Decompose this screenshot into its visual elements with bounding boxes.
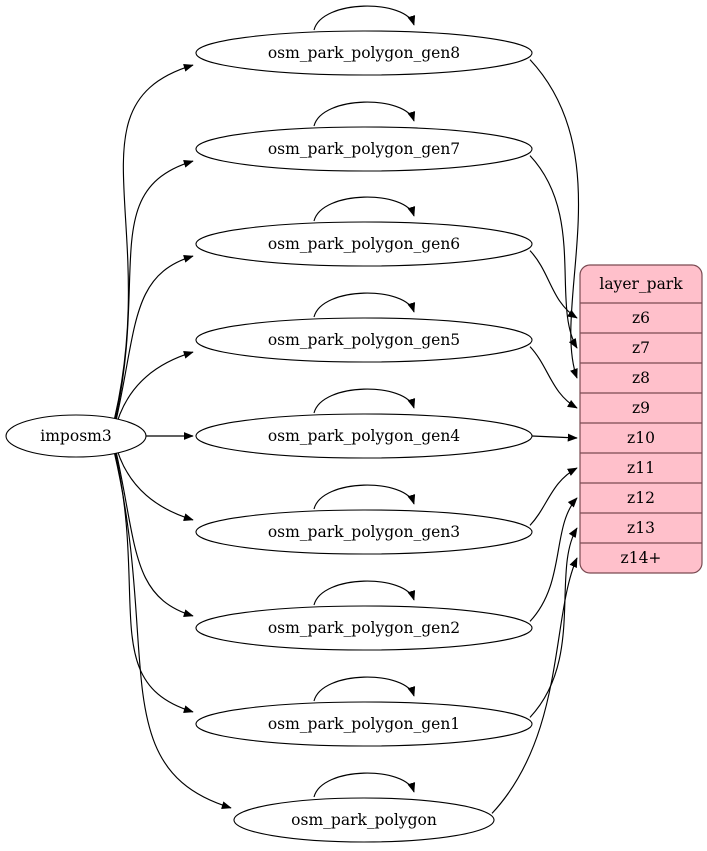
table-row-z7[interactable]: z7 xyxy=(632,339,650,357)
edge-imposm3-to-gen7 xyxy=(113,159,194,424)
self-loop-gen4 xyxy=(313,388,416,414)
node-gen8-label: osm_park_polygon_gen8 xyxy=(268,44,460,62)
self-loop-gen2 xyxy=(313,580,416,606)
edge-imposm3-to-base xyxy=(113,453,232,810)
node-gen3-label: osm_park_polygon_gen3 xyxy=(268,523,460,541)
edge-gen1-to-z13 xyxy=(529,527,578,718)
self-loop-base xyxy=(313,772,416,798)
edge-gen5-to-z9 xyxy=(529,346,578,409)
node-group: imposm3 osm_park_polygon_gen8 osm_park_pol… xyxy=(5,30,533,843)
layer-park-header-label: layer_park xyxy=(599,275,683,293)
self-loop-gen1 xyxy=(313,676,416,702)
node-gen1[interactable] xyxy=(195,701,533,747)
layer-park-table-background xyxy=(579,264,703,574)
edge-imposm3-to-gen6 xyxy=(113,254,194,428)
table-row-z13[interactable]: z13 xyxy=(627,519,655,537)
self-loop-edges xyxy=(313,5,416,798)
node-gen4-label: osm_park_polygon_gen4 xyxy=(268,427,460,445)
edge-imposm3-to-gen1 xyxy=(113,448,194,714)
edge-gen3-to-z11 xyxy=(529,467,578,526)
node-imposm3[interactable] xyxy=(5,414,147,458)
node-gen8[interactable] xyxy=(195,30,533,76)
node-gen2-label: osm_park_polygon_gen2 xyxy=(268,619,460,637)
self-loop-gen5 xyxy=(313,292,416,318)
node-gen2[interactable] xyxy=(195,605,533,651)
node-gen7-label: osm_park_polygon_gen7 xyxy=(268,140,460,158)
table-row-z6[interactable]: z6 xyxy=(632,309,650,327)
edges-to-layer-park xyxy=(491,59,580,814)
self-loop-gen3 xyxy=(313,484,416,510)
edge-imposm3-to-gen5 xyxy=(113,350,194,432)
node-gen6[interactable] xyxy=(195,221,533,267)
edge-gen6-to-z6 xyxy=(529,250,578,319)
node-gen6-label: osm_park_polygon_gen6 xyxy=(268,235,460,253)
node-gen5[interactable] xyxy=(195,317,533,363)
table-row-z8[interactable]: z8 xyxy=(632,369,650,387)
table-row-z10[interactable]: z10 xyxy=(627,429,655,447)
edge-gen7-to-z7 xyxy=(529,155,578,349)
edge-gen8-to-z8 xyxy=(529,59,580,379)
node-gen1-label: osm_park_polygon_gen1 xyxy=(268,715,460,733)
layer-park-table: layer_park z6 z7 z8 z9 z10 z11 z12 z13 z14+ xyxy=(579,264,703,574)
node-base[interactable] xyxy=(233,797,495,843)
node-gen4[interactable] xyxy=(195,413,533,459)
table-row-z9[interactable]: z9 xyxy=(632,399,650,417)
self-loop-gen7 xyxy=(313,101,416,127)
self-loop-gen6 xyxy=(313,196,416,222)
node-base-label: osm_park_polygon xyxy=(291,811,437,829)
edge-gen2-to-z12 xyxy=(529,497,578,622)
table-row-z12[interactable]: z12 xyxy=(627,489,655,507)
edge-imposm3-to-gen2 xyxy=(113,444,194,618)
node-gen5-label: osm_park_polygon_gen5 xyxy=(268,331,460,349)
edges-from-imposm3 xyxy=(113,63,232,810)
node-gen7[interactable] xyxy=(195,126,533,172)
self-loop-gen8 xyxy=(313,5,416,31)
edge-gen4-to-z10 xyxy=(531,433,578,442)
edge-imposm3-to-gen3 xyxy=(113,440,194,522)
node-imposm3-label: imposm3 xyxy=(40,427,111,445)
table-row-z14+[interactable]: z14+ xyxy=(621,549,662,567)
node-gen3[interactable] xyxy=(195,509,533,555)
table-row-z11[interactable]: z11 xyxy=(627,459,655,477)
edge-base-to-z14+ xyxy=(491,557,578,814)
